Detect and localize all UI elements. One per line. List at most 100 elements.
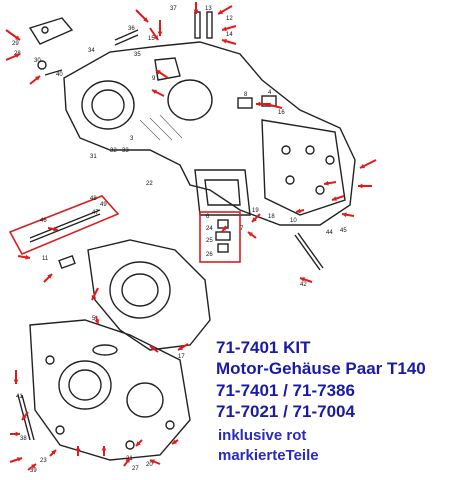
red-arrowhead-43	[172, 439, 177, 444]
label-16: 16	[278, 110, 285, 116]
label-6: 6	[206, 214, 210, 220]
label-8: 8	[244, 92, 248, 98]
label-29: 29	[12, 41, 19, 47]
label-27: 27	[132, 466, 139, 472]
red-arrowhead-30	[178, 345, 183, 350]
red-arrowhead-14	[266, 102, 271, 108]
label-13: 13	[205, 6, 212, 12]
red-arrowhead-18	[332, 196, 337, 201]
label-23: 23	[40, 458, 47, 464]
label-39: 39	[30, 468, 37, 474]
label-4: 4	[268, 90, 272, 96]
red-arrowhead-9	[222, 26, 227, 32]
red-arrowhead-3	[35, 76, 40, 81]
label-46: 46	[40, 218, 47, 224]
label-49: 49	[100, 202, 107, 208]
label-42: 42	[300, 282, 307, 288]
label-38: 38	[20, 436, 27, 442]
red-arrowhead-25	[25, 254, 30, 260]
part-numbers-line-2: 71-7021 / 71-7004	[216, 402, 355, 421]
label-15: 15	[148, 36, 155, 42]
product-description: Motor-Gehäuse Paar T140	[216, 359, 426, 378]
red-arrowhead-15	[360, 163, 365, 169]
red-arrowhead-35	[17, 457, 22, 462]
label-36: 36	[128, 26, 135, 32]
red-arrowhead-26	[47, 274, 52, 279]
red-arrowhead-39	[101, 446, 107, 451]
label-11: 11	[42, 256, 49, 262]
red-marker-arrows	[5, 2, 377, 471]
label-44: 44	[326, 230, 333, 236]
label-22: 22	[146, 181, 153, 187]
red-arrowhead-11	[156, 70, 161, 75]
red-arrowhead-13	[256, 101, 261, 107]
bearing-kit-group	[199, 211, 241, 263]
red-arrowhead-10	[222, 38, 227, 44]
label-3: 3	[130, 136, 134, 142]
label-32: 32	[110, 148, 117, 154]
red-arrowhead-33	[22, 415, 27, 420]
label-14: 14	[226, 32, 233, 38]
red-arrowhead-29	[94, 319, 100, 324]
red-arrowhead-41	[125, 458, 130, 463]
label-41: 41	[16, 394, 23, 400]
label-40: 40	[56, 72, 63, 78]
label-30: 30	[34, 58, 41, 64]
red-arrowhead-17	[324, 180, 329, 186]
red-arrowhead-6	[153, 35, 158, 40]
red-arrowhead-38	[75, 446, 81, 451]
label-31: 31	[90, 154, 97, 160]
label-34: 34	[88, 48, 95, 54]
lower-crankcase-half	[17, 239, 211, 461]
label-47: 47	[92, 210, 99, 216]
top-small-parts	[28, 11, 324, 271]
label-26: 26	[206, 252, 213, 258]
label-33: 33	[122, 148, 129, 154]
label-25: 25	[206, 238, 213, 244]
red-arrowhead-32	[13, 379, 19, 384]
red-arrowhead-5	[157, 31, 163, 36]
red-arrowhead-12	[152, 89, 157, 95]
stud-kit-group	[8, 195, 120, 270]
red-arrowhead-8	[218, 9, 223, 14]
label-48: 48	[90, 196, 97, 202]
label-7: 7	[240, 226, 244, 232]
label-20: 20	[146, 462, 153, 468]
label-18: 18	[268, 214, 275, 220]
red-arrowhead-19	[342, 212, 347, 218]
red-arrowhead-1	[15, 35, 20, 40]
note-line-2: markierteTeile	[218, 447, 319, 464]
red-arrowhead-16	[358, 183, 363, 189]
kit-number-title: 71-7401 KIT	[216, 338, 311, 357]
label-37: 37	[170, 6, 177, 12]
label-35: 35	[134, 52, 141, 58]
red-arrowhead-2	[15, 53, 20, 58]
note-line-1: inklusive rot	[218, 427, 307, 444]
upper-crankcase-half	[63, 41, 356, 226]
label-19: 19	[252, 208, 259, 214]
label-10: 10	[290, 218, 297, 224]
red-arrowhead-36	[31, 464, 36, 469]
red-arrowhead-34	[15, 431, 20, 437]
red-arrowhead-31	[150, 346, 155, 351]
label-17: 17	[178, 354, 185, 360]
red-arrowhead-42	[150, 459, 155, 464]
label-24: 24	[206, 226, 213, 232]
red-arrowhead-7	[193, 9, 199, 14]
red-arrowhead-27	[53, 226, 58, 232]
red-arrowhead-28	[91, 295, 97, 300]
label-9: 9	[152, 76, 156, 82]
part-numbers-line-1: 71-7401 / 71-7386	[216, 381, 355, 400]
label-12: 12	[226, 16, 233, 22]
label-45: 45	[340, 228, 347, 234]
red-arrowhead-22	[221, 226, 226, 231]
red-arrowhead-24	[300, 277, 305, 282]
red-arrowhead-37	[51, 450, 56, 455]
red-arrowhead-40	[136, 441, 141, 446]
red-arrowhead-20	[296, 208, 301, 214]
red-arrowhead-4	[143, 17, 148, 22]
label-5: 5	[92, 316, 96, 322]
red-arrowhead-23	[248, 232, 253, 237]
red-arrowhead-21	[252, 217, 257, 222]
